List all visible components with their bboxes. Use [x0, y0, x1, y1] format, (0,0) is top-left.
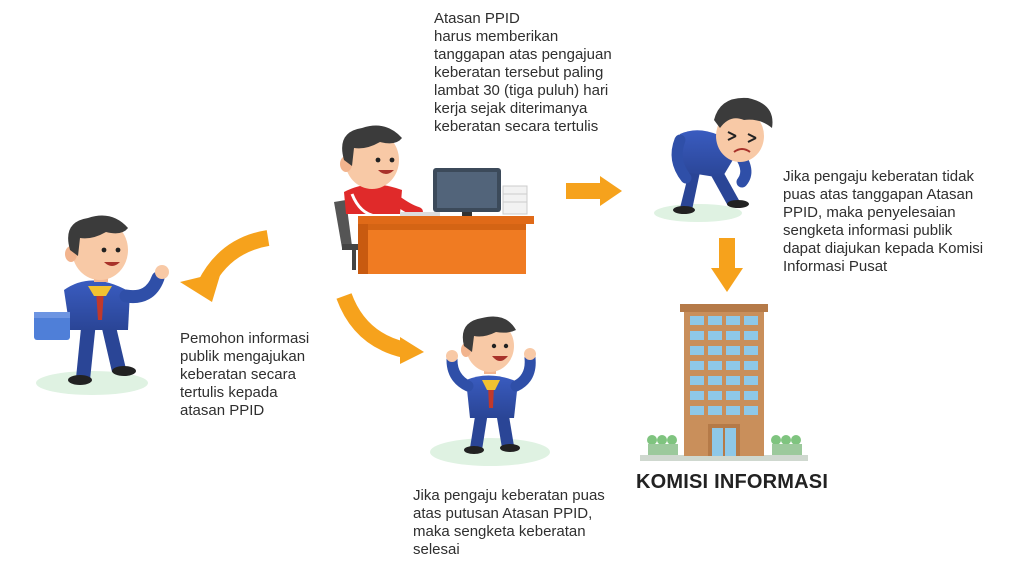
building-window [690, 391, 704, 400]
pemohon-text: Pemohon informasi publik mengajukan kebe… [180, 330, 310, 419]
building-window [726, 346, 740, 355]
building-window [690, 346, 704, 355]
building-window [726, 391, 740, 400]
arrow-pemohon-to-atasan [180, 230, 270, 302]
building-window [744, 391, 758, 400]
building-window [744, 361, 758, 370]
businessman-at-desk-icon [334, 125, 534, 274]
building-window [690, 376, 704, 385]
arrow-atasan-to-tidakpuas [566, 176, 622, 206]
building-window [726, 331, 740, 340]
businessman-sad-icon [654, 97, 773, 222]
businessman-cheering-icon [430, 316, 550, 466]
building-window [744, 346, 758, 355]
office-building-icon [640, 304, 808, 461]
building-window [744, 316, 758, 325]
building-window [744, 376, 758, 385]
building-window [708, 376, 722, 385]
atasan-ppid-text: Atasan PPID harus memberikan tanggapan a… [434, 10, 612, 135]
building-window [708, 406, 722, 415]
puas-text: Jika pengaju keberatan puas atas putusan… [413, 487, 605, 558]
building-window [690, 361, 704, 370]
building-window [708, 346, 722, 355]
building-window [690, 316, 704, 325]
building-window [708, 361, 722, 370]
building-window [708, 331, 722, 340]
building-window [708, 316, 722, 325]
businessman-holding-folder-icon [34, 215, 169, 395]
building-window [744, 331, 758, 340]
building-window [726, 376, 740, 385]
building-window [726, 316, 740, 325]
komisi-informasi-label: KOMISI INFORMASI [636, 471, 829, 493]
building-window [708, 391, 722, 400]
tidak-puas-text: Jika pengaju keberatan tidak puas atas t… [783, 168, 984, 275]
arrow-atasan-to-puas [336, 293, 424, 364]
building-window [690, 331, 704, 340]
building-window [744, 406, 758, 415]
building-window [690, 406, 704, 415]
building-window [726, 361, 740, 370]
building-window [726, 406, 740, 415]
arrow-tidakpuas-to-komisi [711, 238, 743, 292]
